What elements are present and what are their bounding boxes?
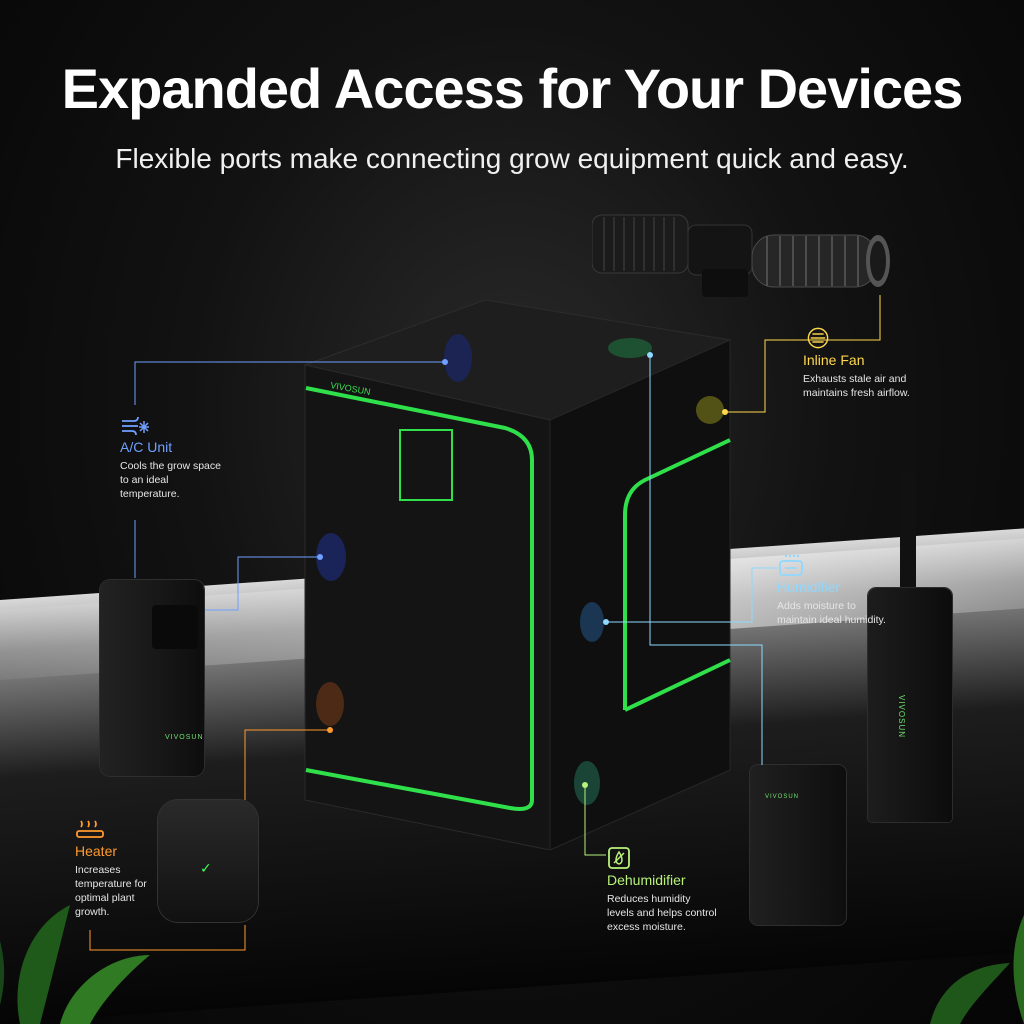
heater-image: [158, 800, 258, 922]
ac-unit-title: A/C Unit: [120, 439, 173, 455]
vivosun-leaf-logo-icon: ✓: [200, 860, 212, 876]
wind-snowflake-icon: [122, 416, 149, 436]
ac-unit-description: Cools the grow space to an ideal tempera…: [120, 460, 221, 500]
plant-leaves-left: [0, 905, 150, 1024]
heat-waves-icon: [76, 820, 104, 838]
dehumidifier-brand-label: VIVOSUN: [765, 794, 800, 800]
ac-unit-vent: [152, 605, 198, 649]
callout-inline-fan: Inline Fan Exhausts stale air and mainta…: [803, 326, 913, 400]
fan-grille-icon: [807, 327, 829, 349]
humidifier-mist-pipe: [900, 470, 916, 594]
callout-ac-unit: A/C Unit Cools the grow space to an idea…: [120, 413, 230, 501]
dehumidifier-title: Dehumidifier: [607, 872, 686, 888]
humidifier-title: Humidifier: [777, 579, 841, 595]
humidifier-brand-label: VIVOSUN: [897, 695, 906, 739]
heater-title: Heater: [75, 843, 118, 859]
page-title: Expanded Access for Your Devices: [61, 57, 964, 120]
callout-dehumidifier: Dehumidifier Reduces humidity levels and…: [607, 846, 717, 934]
ac-unit-brand-label: VIVOSUN: [165, 734, 204, 741]
callout-heater: Heater Increases temperature for optimal…: [75, 817, 155, 919]
callout-humidifier: Humidifier Adds moisture to maintain ide…: [777, 553, 887, 627]
plant-leaves-right: [930, 915, 1024, 1024]
dehumidifier-icon: [608, 847, 630, 869]
page-subtitle: Flexible ports make connecting grow equi…: [115, 143, 909, 174]
dehumidifier-description: Reduces humidity levels and helps contro…: [607, 893, 717, 933]
inline-fan-description: Exhausts stale air and maintains fresh a…: [803, 373, 910, 399]
dehumidifier-image: [750, 765, 846, 925]
humidifier-icon: [779, 554, 803, 576]
inline-fan-image: [592, 214, 890, 297]
grow-tent-image: VIVOSUN: [303, 300, 732, 850]
humidifier-description: Adds moisture to maintain ideal humidity…: [777, 600, 886, 626]
heater-description: Increases temperature for optimal plant …: [75, 864, 147, 918]
humidifier-image: [868, 588, 952, 822]
inline-fan-title: Inline Fan: [803, 352, 865, 368]
